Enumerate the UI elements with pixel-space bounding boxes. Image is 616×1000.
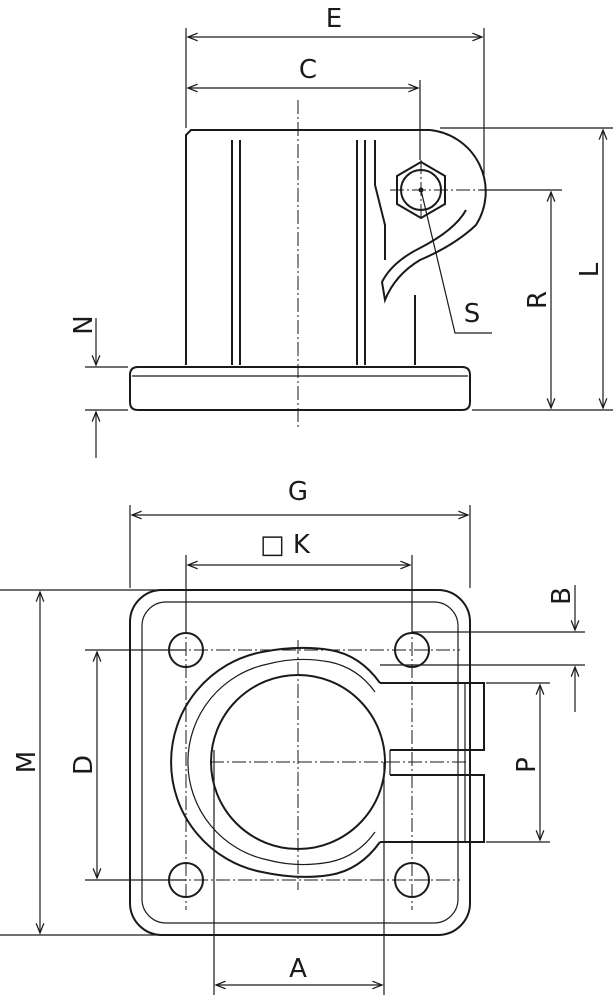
dim-label-b: B	[547, 587, 577, 605]
dim-label-k: □ K	[260, 530, 311, 560]
dim-label-c: C	[299, 55, 317, 85]
dim-label-g: G	[288, 477, 308, 507]
top-view: G □ K A M D P B	[0, 477, 585, 995]
dim-label-l: L	[575, 262, 605, 277]
dim-label-p: P	[512, 757, 542, 773]
dim-label-n: N	[69, 315, 99, 334]
dim-label-m: M	[12, 751, 42, 773]
side-view: E C S L R N	[69, 4, 613, 458]
dim-label-a: A	[289, 954, 307, 984]
dim-label-e: E	[326, 4, 342, 34]
dim-label-s: S	[464, 299, 481, 329]
dim-label-d: D	[69, 755, 99, 775]
dim-label-r: R	[523, 291, 553, 309]
